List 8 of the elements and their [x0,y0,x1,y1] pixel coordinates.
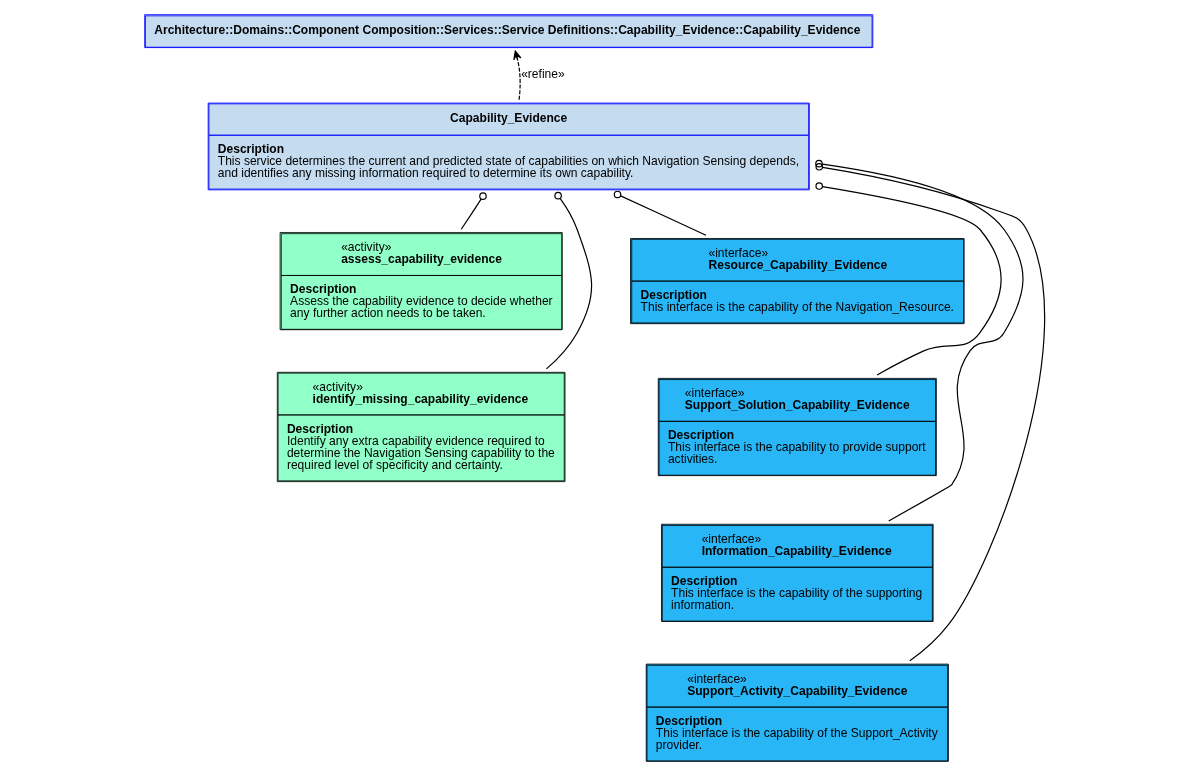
connector [815,182,1002,376]
connector [460,192,487,230]
connector [815,162,1046,662]
edge-label: «refine» [521,67,565,82]
connector [613,190,707,236]
arrow [513,50,522,101]
connector [815,159,1024,522]
connector [545,191,593,370]
